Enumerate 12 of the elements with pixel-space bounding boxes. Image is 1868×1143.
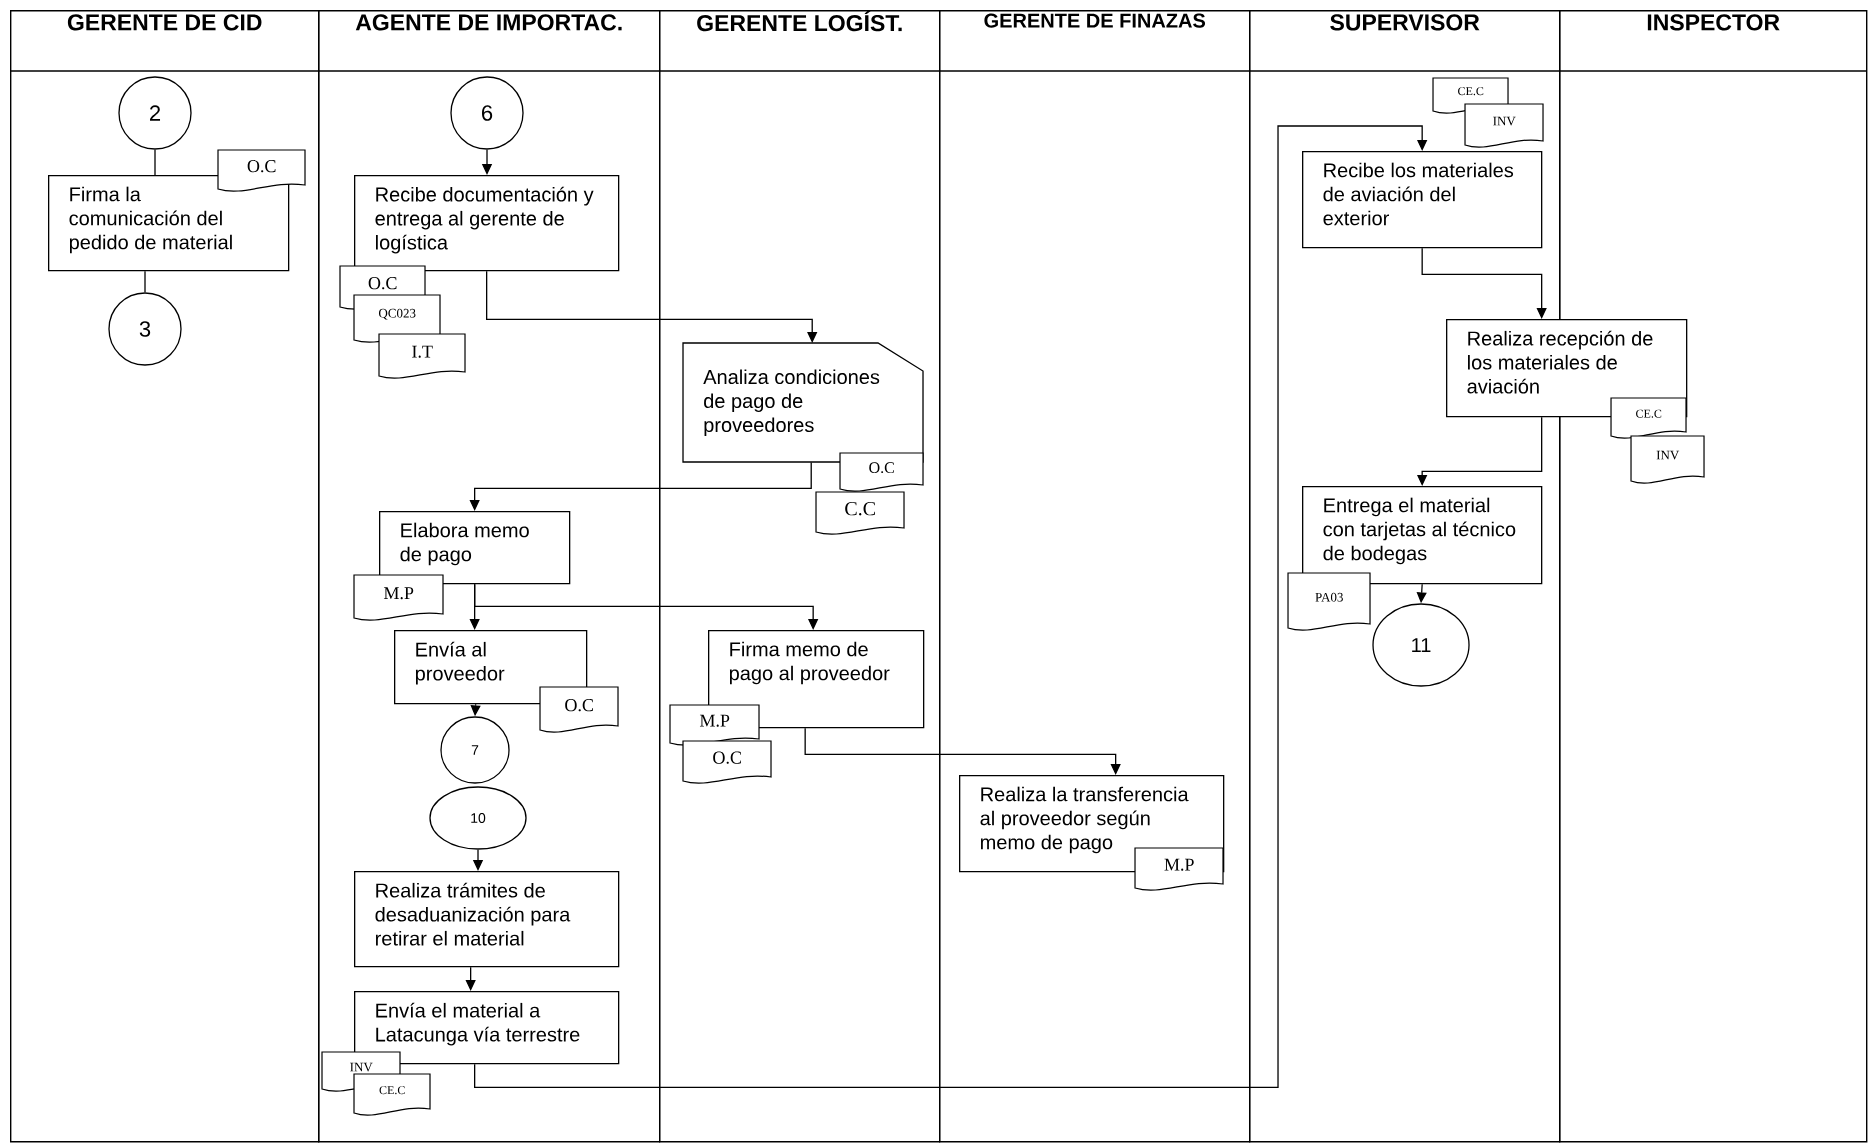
arrow xyxy=(1421,247,1547,319)
arrow xyxy=(804,727,1121,775)
connector-line xyxy=(154,149,156,176)
process-box: Realiza trámites de desaduanización para retirar el material xyxy=(354,871,620,968)
arrow xyxy=(486,270,818,343)
arrow xyxy=(469,461,812,511)
arrow xyxy=(1417,416,1543,486)
process-box: Recibe los materiales de aviación del exterior xyxy=(1302,151,1543,249)
arrow xyxy=(474,583,819,630)
arrow xyxy=(474,125,1428,1088)
connector-line xyxy=(144,270,146,293)
arrow xyxy=(465,966,476,991)
